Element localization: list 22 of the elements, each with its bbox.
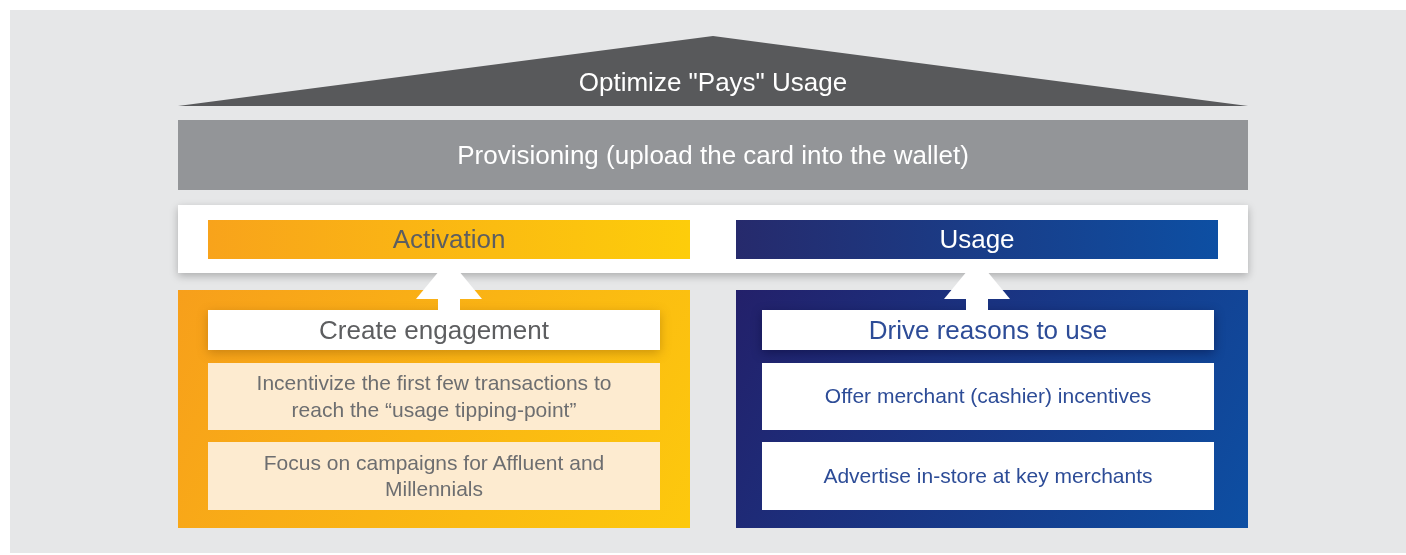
provisioning-bar bbox=[178, 120, 1248, 190]
bar-label: Usage bbox=[939, 223, 1015, 256]
heading-text: Drive reasons to use bbox=[868, 313, 1108, 347]
item-text: Advertise in-store at key merchants bbox=[823, 462, 1153, 489]
text-box bbox=[762, 442, 1214, 510]
text-box bbox=[208, 442, 660, 510]
text-box bbox=[762, 363, 1214, 430]
activation-bar bbox=[208, 220, 690, 259]
heading-box bbox=[762, 310, 1214, 350]
panel-background bbox=[736, 290, 1248, 528]
item-text: Incentivize the first few transactions to reach the “usage tipping-point” bbox=[255, 370, 613, 423]
band-background bbox=[178, 205, 1248, 273]
text-box bbox=[208, 363, 660, 430]
heading-box bbox=[208, 310, 660, 350]
item-text: Offer merchant (cashier) incentives bbox=[824, 383, 1152, 410]
panel-background bbox=[178, 290, 690, 528]
roof-title: Optimize "Pays" Usage bbox=[578, 65, 848, 98]
bar-label: Provisioning (upload the card into the wallet) bbox=[457, 138, 969, 172]
usage-bar bbox=[736, 220, 1218, 259]
item-text: Focus on campaigns for Affluent and Millennials bbox=[262, 449, 606, 502]
heading-text: Create engagement bbox=[319, 313, 549, 347]
bar-label: Activation bbox=[392, 223, 506, 256]
